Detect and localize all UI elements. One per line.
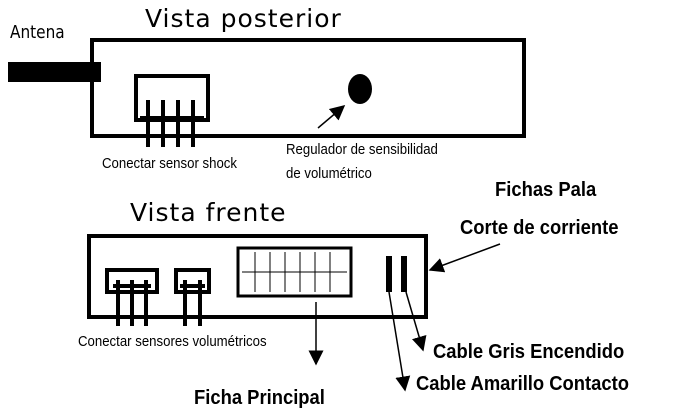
volumetric-sensors-label: Conectar sensores volumétricos — [78, 333, 267, 350]
regulator-arrow — [317, 105, 346, 129]
grey-cable-label: Cable Gris Encendido — [433, 341, 625, 363]
front-panel — [87, 234, 428, 319]
grey-cable-arrow — [405, 291, 427, 352]
rear-panel — [90, 38, 526, 138]
volumetric-connector-1 — [105, 268, 159, 326]
spade-terminal-2 — [401, 256, 407, 292]
shock-connector — [134, 74, 210, 147]
rear-view-title: Vista posterior — [145, 4, 342, 33]
main-connector-label: Ficha Principal — [194, 387, 325, 409]
regulator-label-line1: Regulador de sensibilidad — [286, 141, 438, 158]
regulator-label-line2: de volumétrico — [286, 165, 372, 182]
antenna-cable — [8, 62, 101, 82]
antenna-label: Antena — [10, 22, 65, 43]
sensitivity-knob — [348, 74, 372, 104]
spade-terminal-1 — [386, 256, 392, 292]
yellow-cable-arrow — [388, 291, 411, 392]
spade-label-line1: Fichas Pala — [495, 179, 597, 201]
spade-label-line2: Corte de corriente — [460, 217, 619, 239]
shock-sensor-label: Conectar sensor shock — [102, 155, 237, 172]
spade-arrow — [428, 243, 501, 273]
main-connector — [236, 246, 353, 298]
yellow-cable-label: Cable Amarillo Contacto — [416, 373, 629, 395]
volumetric-connector-2 — [174, 268, 211, 326]
front-view-title: Vista frente — [130, 198, 287, 227]
